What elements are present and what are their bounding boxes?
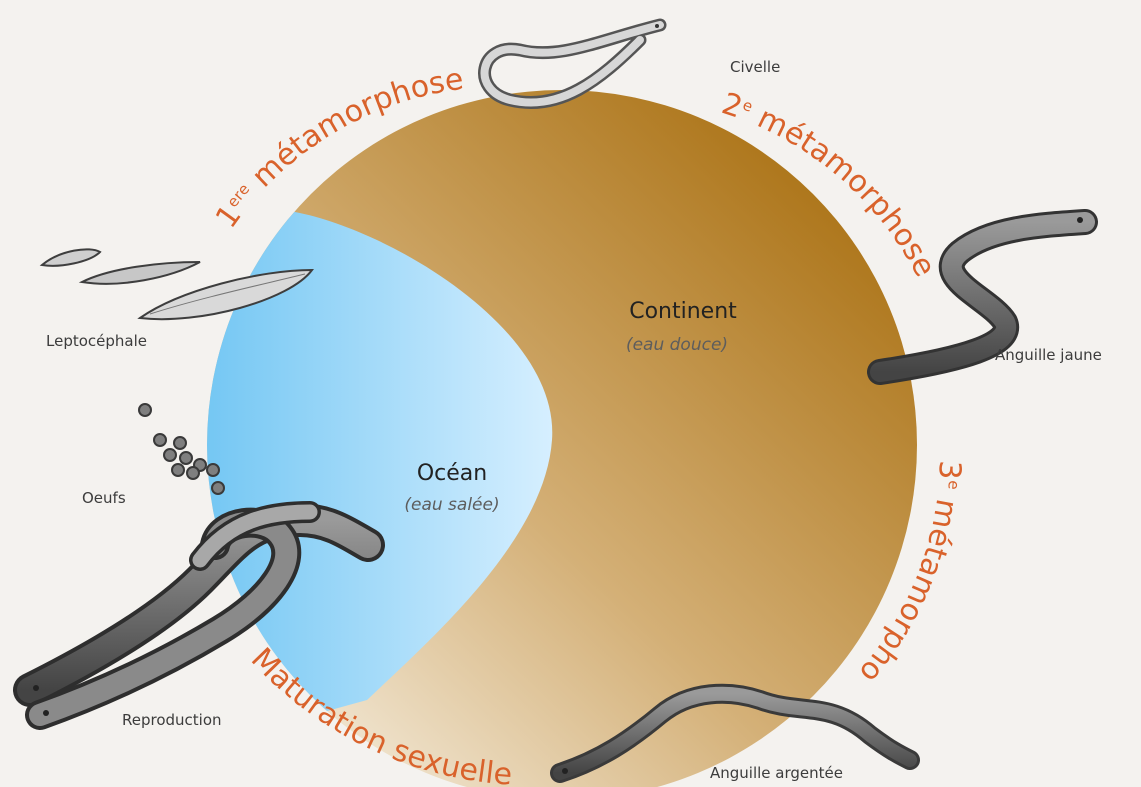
anguille-argentee-label: Anguille argentée: [710, 764, 843, 782]
continent-subtitle: (eau douce): [626, 335, 728, 355]
continent-title: Continent: [629, 299, 737, 324]
leptocephale-label: Leptocéphale: [46, 332, 147, 350]
civelle-label: Civelle: [730, 58, 780, 76]
ocean-title: Océan: [417, 461, 487, 486]
ocean-subtitle: (eau salée): [404, 495, 499, 515]
third-metamorphosis-sup: e: [944, 480, 963, 491]
reproduction-label: Reproduction: [122, 711, 222, 729]
civelle-eel-icon: [485, 24, 660, 103]
third-metamorphosis-number: 3: [931, 460, 967, 481]
oeufs-label: Oeufs: [82, 489, 126, 507]
anguille-jaune-label: Anguille jaune: [995, 346, 1102, 364]
second-metamorphosis-number: 2: [717, 86, 746, 125]
